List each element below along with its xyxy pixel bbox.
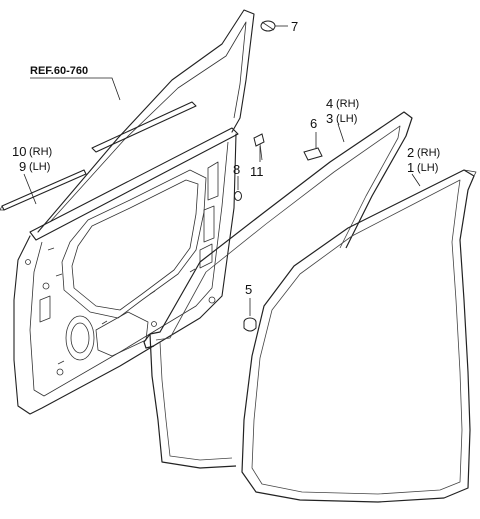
part-6-clip bbox=[303, 147, 323, 161]
front-door-panel bbox=[13, 9, 255, 415]
glass-run-strip bbox=[91, 101, 197, 153]
callout-10-number: 10 bbox=[12, 144, 26, 159]
callout-3-side: (LH) bbox=[336, 113, 357, 125]
part-8-grommet bbox=[234, 191, 242, 201]
callout-labels: REF.60-760 7 6 4 (RH) 3 (LH) 10 (RH) 9 (… bbox=[12, 19, 440, 297]
belt-weatherstrip bbox=[0, 169, 87, 211]
callout-7-number: 7 bbox=[291, 19, 298, 34]
reference-label: REF.60-760 bbox=[30, 65, 88, 77]
callout-1-number: 1 bbox=[407, 160, 414, 175]
callout-6-number: 6 bbox=[310, 116, 317, 131]
callout-9-number: 9 bbox=[19, 159, 26, 174]
part-7-plug bbox=[260, 20, 276, 32]
callout-5-number: 5 bbox=[245, 282, 252, 297]
callout-1-side: (LH) bbox=[417, 162, 438, 174]
body-side-weatherstrip bbox=[241, 169, 477, 503]
part-11-screw bbox=[253, 133, 265, 161]
door-weatherstrip bbox=[143, 111, 413, 469]
callout-11-number: 11 bbox=[250, 164, 264, 179]
part-5-bumper bbox=[243, 317, 257, 332]
callout-4-number: 4 bbox=[326, 96, 333, 111]
callout-4-side: (RH) bbox=[336, 98, 359, 110]
leader-lines bbox=[23, 25, 421, 316]
callout-3-number: 3 bbox=[326, 111, 333, 126]
callout-2-side: (RH) bbox=[417, 147, 440, 159]
callout-8-number: 8 bbox=[233, 162, 240, 177]
callout-2-number: 2 bbox=[407, 145, 414, 160]
callout-10-side: (RH) bbox=[29, 146, 52, 158]
callout-9-side: (LH) bbox=[29, 161, 50, 173]
